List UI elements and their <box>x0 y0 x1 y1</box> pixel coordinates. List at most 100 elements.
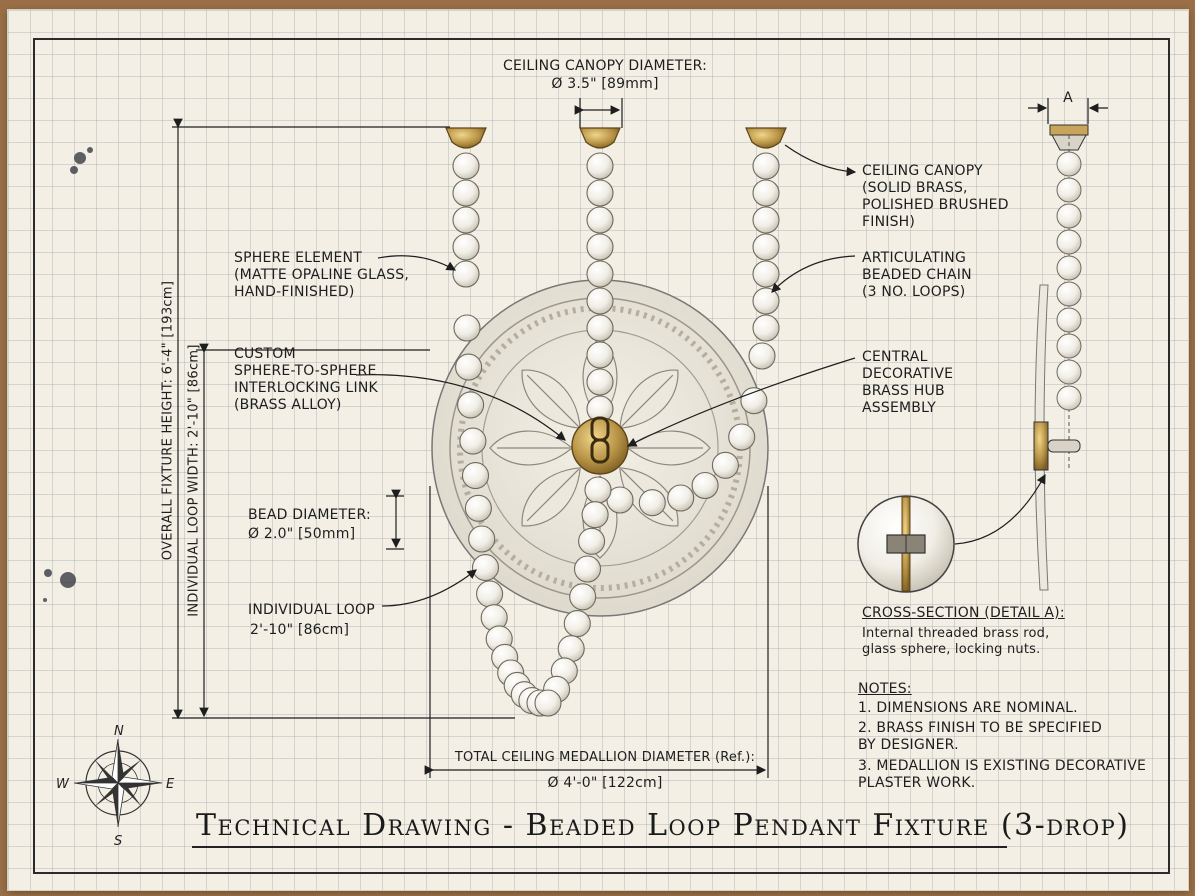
note-item-1: 1. DIMENSIONS ARE NOMINAL. <box>858 700 1078 716</box>
leaf-vein <box>526 374 580 428</box>
sphere-bead <box>586 341 614 369</box>
sphere-bead <box>667 484 695 512</box>
sphere-bead <box>752 287 780 315</box>
sphere-bead <box>586 314 614 342</box>
acanthus-leaf <box>619 369 679 429</box>
ceiling-canopy-callout: CEILING CANOPY (SOLID BRASS, POLISHED BR… <box>862 163 1009 230</box>
cross-section-heading: CROSS-SECTION (DETAIL A): <box>862 605 1065 621</box>
sphere-bead <box>452 233 480 261</box>
beaded-chains <box>452 152 780 717</box>
sphere-bead <box>452 179 480 207</box>
medallion-diameter-label: TOTAL CEILING MEDALLION DIAMETER (Ref.): <box>454 750 756 765</box>
acanthus-leaf <box>521 369 581 429</box>
leader-lines <box>355 144 857 607</box>
sphere-bead <box>728 423 756 451</box>
sphere-bead <box>638 489 666 517</box>
individual-loop-value: 2'-10" [86cm] <box>250 622 350 638</box>
side-bead <box>1056 281 1082 307</box>
compass-n: N <box>114 724 124 739</box>
sphere-bead <box>573 555 602 583</box>
leaf-vein <box>526 468 580 522</box>
sphere-bead <box>455 353 483 381</box>
acanthus-leaf <box>489 430 573 466</box>
sphere-bead <box>464 494 492 522</box>
compass-rose: N S E W <box>56 724 175 849</box>
dimension-lines <box>172 98 1108 778</box>
central-brass-hub <box>571 416 629 475</box>
side-elevation <box>1033 124 1089 591</box>
side-bead <box>1056 385 1082 411</box>
brass-hub-callout: CENTRAL DECORATIVE BRASS HUB ASSEMBLY <box>862 349 954 416</box>
acanthus-leaf <box>627 430 711 466</box>
drawing-title: Technical Drawing - Beaded Loop Pendant … <box>196 808 1130 843</box>
canopy-left <box>445 127 487 149</box>
sphere-bead <box>581 501 609 529</box>
sphere-element-callout: SPHERE ELEMENT (MATTE OPALINE GLASS, HAN… <box>234 250 409 300</box>
canopy-diameter-label: CEILING CANOPY DIAMETER: <box>502 58 708 74</box>
drawing-border <box>33 38 1170 874</box>
sphere-bead <box>752 260 780 288</box>
beaded-chain-callout: ARTICULATING BEADED CHAIN (3 NO. LOOPS) <box>862 250 972 300</box>
compass-w: W <box>56 777 70 792</box>
bead-diameter-value: Ø 2.0" [50mm] <box>248 526 356 542</box>
sphere-bead <box>752 233 780 261</box>
side-bead <box>1056 151 1082 177</box>
sphere-bead <box>752 152 780 180</box>
sphere-bead <box>748 342 776 370</box>
cross-section-detail-a <box>857 473 1046 593</box>
side-bead <box>1056 307 1082 333</box>
sphere-bead <box>752 179 780 207</box>
sphere-bead <box>586 152 614 180</box>
side-bead <box>1056 203 1082 229</box>
sphere-bead <box>534 689 562 717</box>
sphere-bead <box>461 462 490 490</box>
canopy-center <box>579 127 621 149</box>
individual-loop-label: INDIVIDUAL LOOP <box>248 602 375 618</box>
side-bead <box>1056 229 1082 255</box>
sphere-bead <box>752 206 780 234</box>
sphere-bead <box>476 580 504 608</box>
note-item-2: 2. BRASS FINISH TO BE SPECIFIED BY DESIG… <box>858 720 1103 753</box>
side-bead <box>1056 333 1082 359</box>
side-bead <box>1056 255 1082 281</box>
sphere-bead <box>586 179 614 207</box>
canopy-right <box>745 127 787 149</box>
ceiling-canopies <box>445 127 787 149</box>
sphere-bead <box>459 427 487 455</box>
sphere-bead <box>586 206 614 234</box>
notes-heading: NOTES: <box>858 681 912 697</box>
sphere-bead <box>468 525 496 553</box>
sphere-bead <box>452 206 480 234</box>
sphere-bead <box>457 391 485 419</box>
note-item-3: 3. MEDALLION IS EXISTING DECORATIVE PLAS… <box>858 758 1147 791</box>
compass-s: S <box>114 834 122 849</box>
ink-stains <box>43 147 93 602</box>
sphere-bead <box>691 471 719 500</box>
sphere-bead <box>453 314 481 342</box>
compass-e: E <box>166 777 175 792</box>
medallion-diameter-value: Ø 4'-0" [122cm] <box>547 775 663 791</box>
sphere-bead <box>452 152 480 180</box>
sphere-bead <box>584 476 612 504</box>
leaf-vein <box>620 374 674 428</box>
side-bead <box>1056 359 1082 385</box>
sphere-bead <box>471 554 500 582</box>
sphere-bead <box>452 260 480 288</box>
bead-diameter-label: BEAD DIAMETER: <box>248 507 371 523</box>
interlocking-link-callout: CUSTOM SPHERE-TO-SPHERE INTERLOCKING LIN… <box>234 346 378 413</box>
cross-section-text: Internal threaded brass rod, glass spher… <box>862 626 1050 657</box>
detail-a-marker: A <box>1063 90 1073 106</box>
sphere-bead <box>586 233 614 261</box>
sphere-bead <box>563 610 591 638</box>
loop-width-dimension: INDIVIDUAL LOOP WIDTH: 2'-10" [86cm] <box>186 344 202 617</box>
sphere-bead <box>586 260 614 288</box>
sphere-bead <box>586 287 614 315</box>
canopy-diameter-value: Ø 3.5" [89mm] <box>551 76 659 92</box>
title-underline <box>192 846 1007 848</box>
overall-height-dimension: OVERALL FIXTURE HEIGHT: 6'-4" [193cm] <box>160 280 176 561</box>
sphere-bead <box>752 314 780 342</box>
side-bead <box>1056 177 1082 203</box>
sphere-bead <box>711 451 739 479</box>
sphere-bead <box>569 583 597 611</box>
